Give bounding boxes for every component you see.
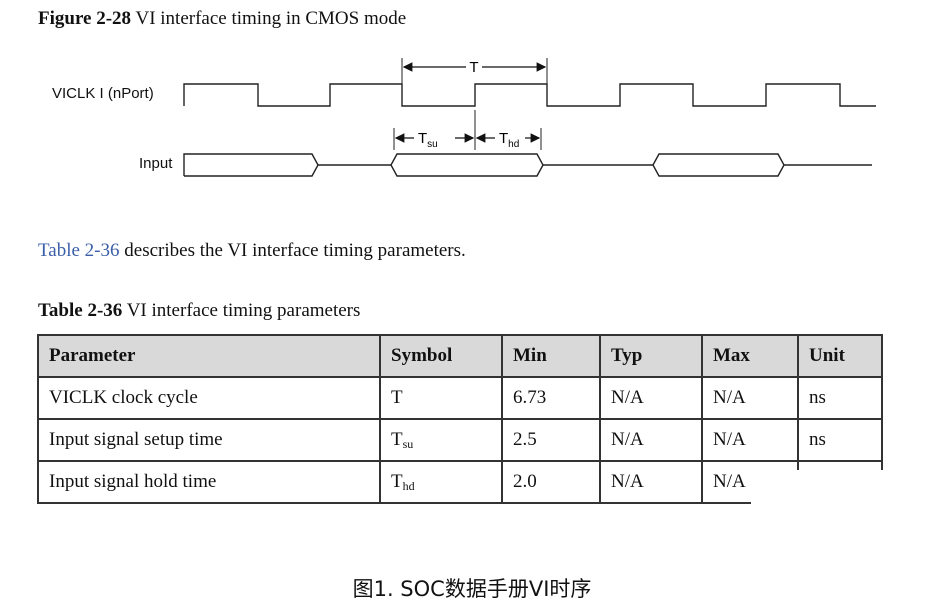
cell-max: N/A xyxy=(701,418,799,462)
table-caption: Table 2-36 VI interface timing parameter… xyxy=(38,300,360,322)
cell-symbol: Tsu xyxy=(379,418,503,462)
input-waveform xyxy=(183,153,319,177)
cell-unit: ns xyxy=(797,376,883,420)
figure-title: VI interface timing in CMOS mode xyxy=(131,8,407,29)
cell-min: 2.0 xyxy=(501,460,601,504)
table-title: VI interface timing parameters xyxy=(122,300,361,321)
input-signal-label: Input xyxy=(139,155,173,172)
description-text: describes the VI interface timing parame… xyxy=(119,240,466,261)
table-number: Table 2-36 xyxy=(38,300,123,321)
cell-parameter: VICLK clock cycle xyxy=(37,376,381,420)
cell-parameter: Input signal hold time xyxy=(37,460,381,504)
cell-typ: N/A xyxy=(599,418,703,462)
cell-symbol: T xyxy=(379,376,503,420)
header-max: Max xyxy=(701,334,799,378)
table-row: Input signal setup time Tsu 2.5 N/A N/A … xyxy=(37,418,883,462)
cell-typ: N/A xyxy=(599,460,703,504)
header-parameter: Parameter xyxy=(37,334,381,378)
figure-number: Figure 2-28 xyxy=(38,8,132,29)
clock-waveform xyxy=(183,83,876,107)
timing-parameters-table: Parameter Symbol Min Typ Max Unit VICLK … xyxy=(37,334,883,504)
table-row: VICLK clock cycle T 6.73 N/A N/A ns xyxy=(37,376,883,420)
setup-time-label: Tsu xyxy=(418,130,438,150)
cell-symbol: Thd xyxy=(379,460,503,504)
table-header-row: Parameter Symbol Min Typ Max Unit xyxy=(37,334,883,378)
header-typ: Typ xyxy=(599,334,703,378)
cropped-region xyxy=(751,470,901,520)
timing-diagram: T Tsu Thd xyxy=(183,58,876,177)
cell-min: 6.73 xyxy=(501,376,601,420)
header-symbol: Symbol xyxy=(379,334,503,378)
cell-parameter: Input signal setup time xyxy=(37,418,381,462)
cell-unit: ns xyxy=(797,418,883,462)
header-unit: Unit xyxy=(797,334,883,378)
table-reference-link[interactable]: Table 2-36 xyxy=(38,240,120,261)
clock-signal-label: VICLK I (nPort) xyxy=(52,85,154,102)
header-min: Min xyxy=(501,334,601,378)
table-description: Table 2-36 describes the VI interface ti… xyxy=(38,240,466,262)
cell-typ: N/A xyxy=(599,376,703,420)
cell-max: N/A xyxy=(701,376,799,420)
period-label: T xyxy=(469,59,478,76)
figure-caption: Figure 2-28 VI interface timing in CMOS … xyxy=(38,8,406,30)
image-caption: 图1. SOC数据手册VI时序 xyxy=(352,577,592,601)
hold-time-label: Thd xyxy=(499,130,519,150)
cell-min: 2.5 xyxy=(501,418,601,462)
